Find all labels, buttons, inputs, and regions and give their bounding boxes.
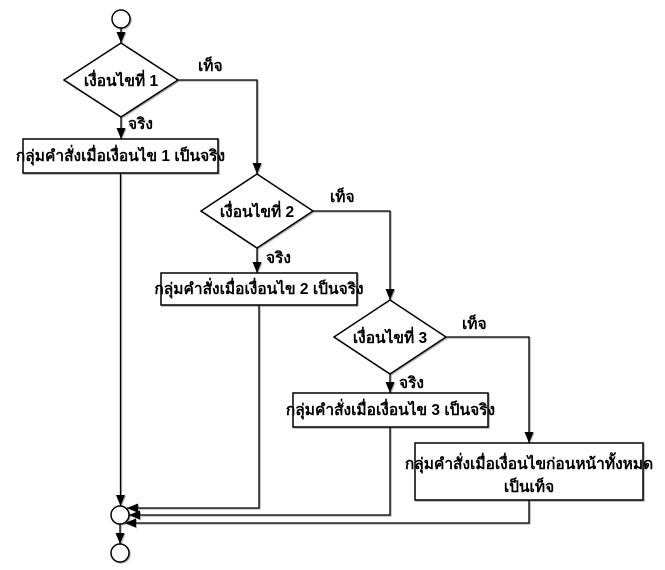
end-terminator [110, 543, 130, 563]
decision-3-diamond [332, 299, 448, 375]
process-1-box [22, 138, 219, 174]
process-3-box [292, 392, 489, 428]
decision-1-diamond [62, 42, 180, 118]
process-2-box [160, 272, 358, 306]
start-terminator [111, 9, 131, 29]
arrow-process-else-to-merge [125, 500, 530, 528]
arrow-process2-to-merge [127, 305, 260, 513]
decision-1-false-branch-label: เท็จ [198, 55, 223, 75]
arrow-process3-to-merge [129, 427, 391, 520]
decision-3-false-branch-label: เท็จ [462, 313, 487, 333]
decision-2-false-branch-label: เท็จ [330, 186, 355, 206]
decision-2-true-branch-label: จริง [266, 249, 291, 267]
decision-1-label: เงื่อนไขที่ 1 [84, 69, 159, 90]
process-else-label-line1: กลุ่มคำสั่งเมื่อเงื่อนไขก่อนหน้าทั้งหมด [405, 452, 653, 474]
arrow-decision3-false-to-process-else [446, 336, 534, 443]
process-else-box [414, 442, 644, 501]
decision-1-true-branch-label: จริง [128, 115, 153, 133]
process-else-label-line2: เป็นเท็จ [504, 476, 554, 496]
process-3-label: กลุ่มคำสั่งเมื่อเงื่อนไข 3 เป็นจริง [286, 398, 495, 420]
decision-3-label: เงื่อนไขที่ 3 [353, 326, 428, 347]
arrow-decision1-false-to-decision2 [178, 79, 262, 174]
merge-connector-circle [110, 505, 130, 525]
process-1-label: กลุ่มคำสั่งเมื่อเงื่อนไข 1 เป็นจริง [16, 144, 225, 166]
flowchart-wires [22, 9, 644, 563]
decision-2-label: เงื่อนไขที่ 2 [220, 200, 294, 221]
arrow-decision2-false-to-decision3 [313, 210, 395, 300]
decision-2-diamond [199, 173, 315, 249]
flowchart-labels: เงื่อนไขที่ 1 กลุ่มคำสั่งเมื่อเงื่อนไข 1… [16, 55, 653, 496]
process-2-label: กลุ่มคำสั่งเมื่อเงื่อนไข 2 เป็นจริง [154, 277, 363, 299]
decision-3-true-branch-label: จริง [399, 374, 424, 392]
